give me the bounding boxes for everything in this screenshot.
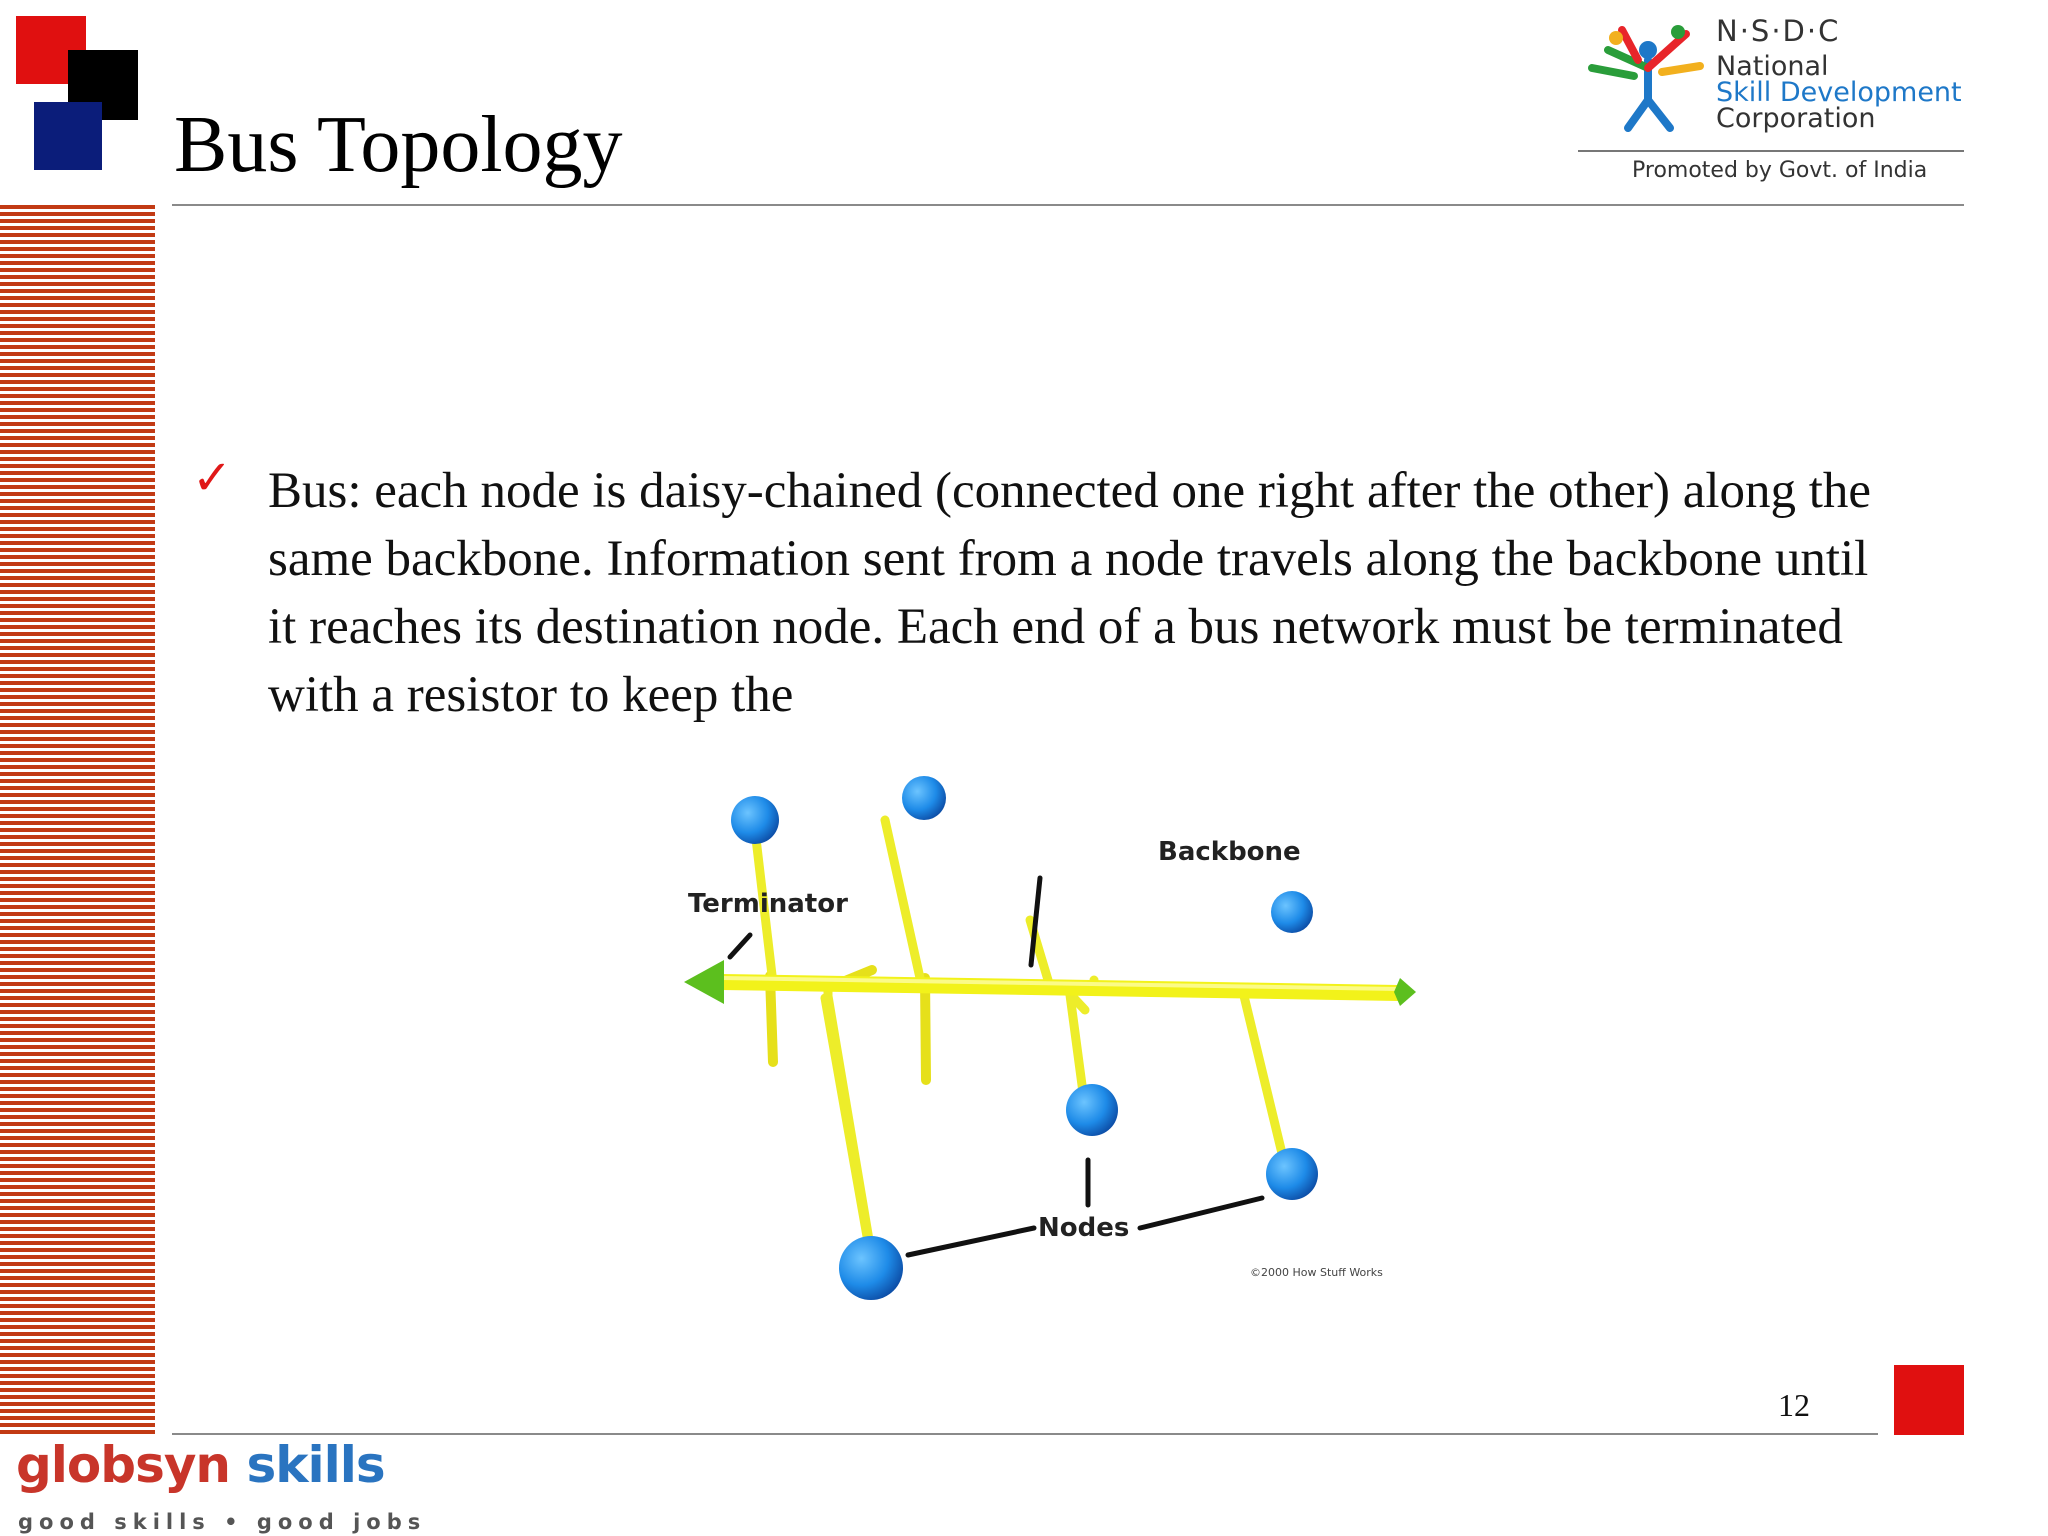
label-nodes: Nodes <box>1038 1213 1129 1243</box>
checkmark-icon: ✓ <box>192 450 233 506</box>
drop-line <box>750 825 777 980</box>
backbone-pointer <box>1028 875 1043 968</box>
bullet-text: Bus: each node is daisy-chained (connect… <box>268 463 1872 723</box>
logo-line-skill: Skill Development <box>1716 77 1962 108</box>
drop-line <box>920 973 931 1085</box>
node <box>839 1236 903 1300</box>
node <box>1066 1084 1118 1136</box>
nodes-pointer-right <box>1137 1195 1265 1231</box>
logo-divider <box>1578 150 1964 152</box>
node <box>731 796 779 844</box>
page-number: 12 <box>1778 1387 1810 1423</box>
backbone-bus <box>714 974 1408 1001</box>
terminator-pointer <box>727 932 753 960</box>
terminator-left <box>684 960 724 1004</box>
slide-title: Bus Topology <box>174 101 623 189</box>
logo-tagline: Promoted by Govt. of India <box>1632 158 1928 183</box>
node <box>902 776 946 820</box>
nsdc-logo-icon <box>1588 25 1704 132</box>
logo-line-corporation: Corporation <box>1716 103 1876 134</box>
brand-part-skills: skills <box>230 1436 385 1494</box>
globsyn-brand-logo: globsyn skills <box>16 1436 386 1494</box>
title-divider <box>172 204 1964 206</box>
drop-line <box>1239 991 1291 1175</box>
logo-line-national: National <box>1716 51 1829 82</box>
side-stripe-bar <box>0 205 155 1435</box>
label-terminator: Terminator <box>688 889 848 919</box>
drop-line <box>880 815 925 983</box>
label-backbone: Backbone <box>1158 837 1301 867</box>
nodes-pointer-left <box>905 1225 1037 1258</box>
brand-part-globsyn: globsyn <box>16 1436 231 1494</box>
node <box>1271 891 1313 933</box>
deco-square-navy <box>34 102 102 170</box>
footer-divider <box>172 1433 1878 1435</box>
label-credit: ©2000 How Stuff Works <box>1250 1266 1383 1279</box>
node <box>1266 1148 1318 1200</box>
drop-line <box>820 993 873 1247</box>
footer-red-square <box>1894 1365 1964 1435</box>
backbone-highlight <box>721 976 1401 991</box>
logo-acronym: N·S·D·C <box>1716 14 1841 48</box>
bus-topology-diagram: Terminator Backbone Nodes ©2000 How Stuf… <box>684 776 1416 1300</box>
brand-tagline: good skills • good jobs <box>18 1510 427 1534</box>
terminator-right <box>1394 978 1416 1006</box>
